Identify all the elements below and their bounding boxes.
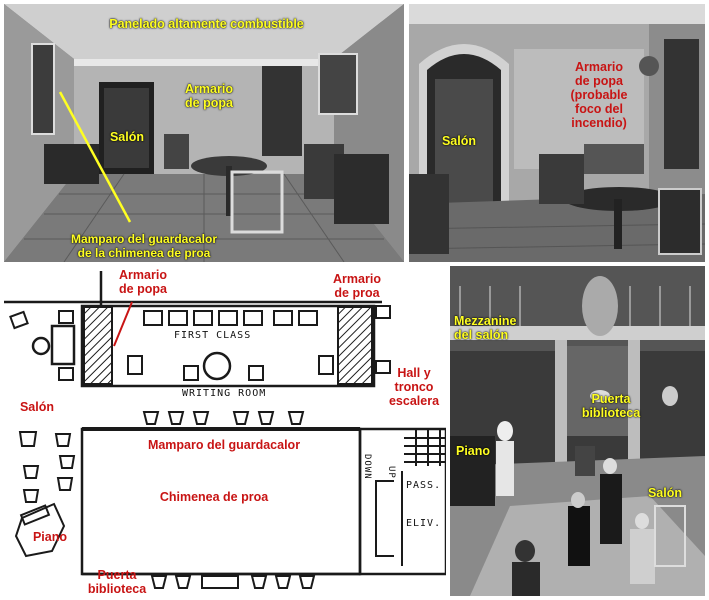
label-panelado: Panelado altamente combustible [109,17,304,31]
plan-label-puerta: Puerta biblioteca [87,568,147,596]
label-salon: Salón [647,486,683,500]
plan-label-mamparo: Mamparo del guardacalor [147,438,301,452]
photo-writing-room-aft: Panelado altamente combustible Armario d… [4,4,404,262]
plan-label-armario-popa: Armario de popa [119,268,167,296]
photo-top-left-image [4,4,404,262]
photo-top-right-image [409,4,705,262]
photo-bottom-right-image [450,266,705,596]
plan-down: DOWN [362,454,372,480]
floor-plan-drawing [4,271,446,589]
plan-label-piano: Piano [32,530,68,544]
photo-lounge-mezzanine: Mezzanine del salón Puerta biblioteca Pi… [450,266,705,596]
plan-label-salon: Salón [19,400,55,414]
photo-writing-room-fore: Armario de popa (probable foco del incen… [409,4,705,262]
label-salon: Salón [441,134,477,148]
floor-plan: FIRST CLASS WRITING ROOM DOWN UP PASS. E… [4,266,446,596]
label-armario-popa-foco: Armario de popa (probable foco del incen… [570,60,628,130]
label-mezzanine: Mezzanine del salón [454,314,517,342]
label-mamparo: Mamparo del guardacalor de la chimenea d… [70,232,218,260]
plan-writing-room: WRITING ROOM [182,388,267,399]
plan-pass: PASS. [406,480,442,491]
label-puerta-biblioteca: Puerta biblioteca [581,392,641,420]
label-armario-popa: Armario de popa [185,82,233,110]
label-piano: Piano [456,444,491,458]
plan-eliv: ELIV. [406,518,442,529]
plan-label-hall: Hall y tronco escalera [388,366,440,408]
label-salon: Salón [109,130,145,144]
plan-first-class: FIRST CLASS [174,330,252,341]
plan-label-chimenea: Chimenea de proa [159,490,269,504]
plan-label-armario-proa: Armario de proa [333,272,381,300]
plan-up: UP [386,466,396,479]
